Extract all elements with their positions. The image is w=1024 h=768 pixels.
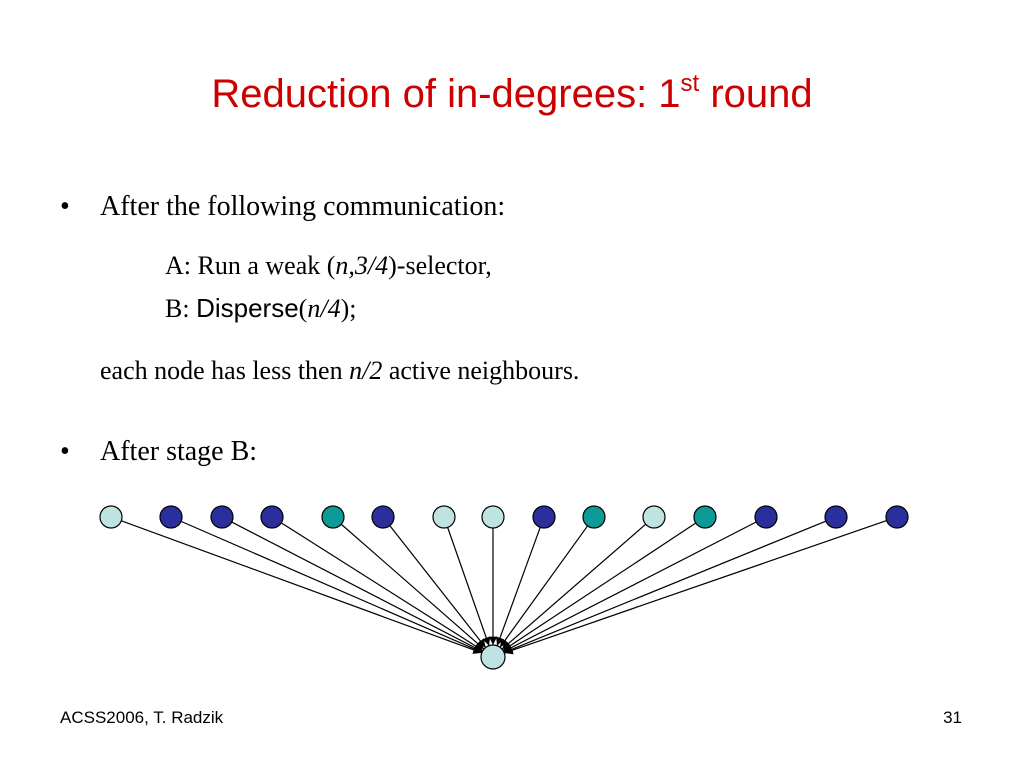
edge-arrow xyxy=(502,522,697,651)
node-dark xyxy=(210,505,234,529)
node-light xyxy=(642,505,666,529)
bullet-text: After stage B: xyxy=(100,436,258,467)
edge-arrow xyxy=(501,523,647,650)
edge-arrow xyxy=(180,520,483,653)
step-a: A: Run a weak (n,3/4)-selector, xyxy=(165,251,492,280)
node-dark xyxy=(260,505,284,529)
edge-arrow xyxy=(503,521,757,653)
bullet-text: After the following communication: xyxy=(100,191,506,222)
node-dark xyxy=(159,505,183,529)
node-teal xyxy=(321,505,345,529)
node-light xyxy=(432,505,456,529)
footer-left: ACSS2006, T. Radzik xyxy=(60,708,224,727)
edge-arrow xyxy=(499,525,589,648)
node-teal xyxy=(693,505,717,529)
step-b: B: Disperse(n/4); xyxy=(165,293,357,323)
bullet-marker: • xyxy=(60,191,70,222)
bullet-marker: • xyxy=(60,436,70,467)
slide-number: 31 xyxy=(943,708,962,727)
edge-arrow xyxy=(231,521,483,653)
result-line: each node has less then n/2 active neigh… xyxy=(100,356,580,385)
node-dark xyxy=(532,505,556,529)
edge-arrow xyxy=(340,523,485,650)
edge-arrow xyxy=(280,522,484,652)
node-dark xyxy=(754,505,778,529)
edge-arrow xyxy=(447,527,491,646)
edge-arrow xyxy=(503,520,827,654)
edge-arrow xyxy=(496,527,541,646)
node-teal xyxy=(582,505,606,529)
node-dark xyxy=(824,505,848,529)
edge-arrow xyxy=(389,525,487,648)
node-dark xyxy=(371,505,395,529)
node-dark xyxy=(885,505,909,529)
target-node xyxy=(480,644,506,670)
edge-arrow xyxy=(504,520,887,655)
node-light xyxy=(99,505,123,529)
node-light xyxy=(481,505,505,529)
slide-title: Reduction of in-degrees: 1st round xyxy=(211,70,813,117)
edge-arrow xyxy=(121,520,482,654)
